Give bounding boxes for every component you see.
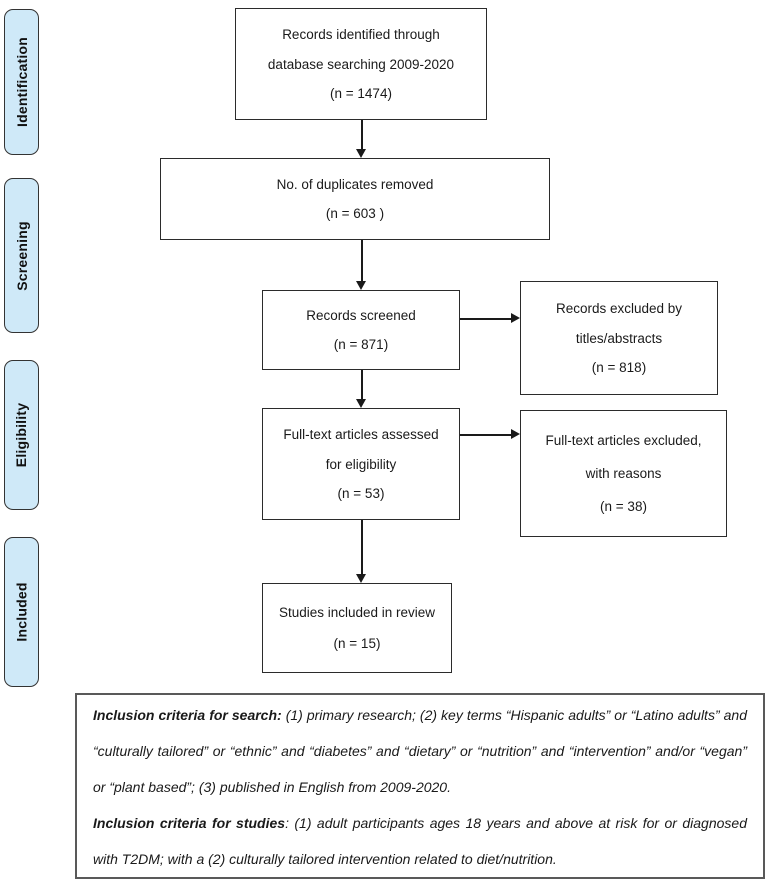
box-records-excluded: Records excluded by titles/abstracts (n … bbox=[520, 281, 718, 395]
box-fulltext-assessed-line1: Full-text articles assessed bbox=[283, 427, 439, 443]
arrow-duplicates-to-screened-head-icon bbox=[356, 281, 366, 290]
criteria-search-text: (1) primary research; (2) key terms “His… bbox=[93, 707, 747, 795]
criteria-search-paragraph: Inclusion criteria for search: (1) prima… bbox=[93, 697, 747, 805]
stage-screening-label: Screening bbox=[13, 220, 30, 291]
box-duplicates-removed-count: (n = 603 ) bbox=[325, 206, 385, 221]
stage-identification-label: Identification bbox=[13, 37, 30, 127]
inclusion-criteria-note: Inclusion criteria for search: (1) prima… bbox=[75, 693, 765, 879]
criteria-studies-text: : (1) adult participants ages 18 years a… bbox=[93, 815, 747, 867]
arrow-duplicates-to-screened-line bbox=[361, 240, 363, 281]
stage-included: Included bbox=[4, 537, 39, 687]
box-records-identified-line2: database searching 2009-2020 bbox=[267, 56, 455, 72]
box-fulltext-assessed-line2: for eligibility bbox=[325, 456, 397, 472]
box-records-identified-line1: Records identified through bbox=[282, 27, 440, 43]
box-records-identified-count: (n = 1474) bbox=[330, 85, 392, 101]
stage-eligibility: Eligibility bbox=[4, 360, 39, 510]
box-fulltext-excluded-line1: Full-text articles excluded, bbox=[545, 433, 702, 448]
box-records-excluded-count: (n = 818) bbox=[591, 360, 647, 376]
stage-screening: Screening bbox=[4, 178, 39, 333]
box-duplicates-removed-line1: No. of duplicates removed bbox=[276, 177, 434, 192]
arrow-fulltext-to-included-head-icon bbox=[356, 574, 366, 583]
box-studies-included-line1: Studies included in review bbox=[278, 604, 436, 620]
box-duplicates-removed: No. of duplicates removed (n = 603 ) bbox=[160, 158, 550, 240]
criteria-search-label: Inclusion criteria for search: bbox=[93, 707, 282, 723]
box-fulltext-assessed: Full-text articles assessed for eligibil… bbox=[262, 408, 460, 520]
arrow-screened-to-excluded-line bbox=[460, 318, 511, 320]
box-fulltext-excluded-count: (n = 38) bbox=[600, 499, 647, 514]
arrow-fulltext-to-included-line bbox=[361, 520, 363, 574]
stage-identification: Identification bbox=[4, 9, 39, 155]
arrow-fulltext-to-excluded-head-icon bbox=[511, 429, 520, 439]
box-records-screened: Records screened (n = 871) bbox=[262, 290, 460, 370]
box-studies-included: Studies included in review (n = 15) bbox=[262, 583, 452, 673]
box-fulltext-excluded-line2: with reasons bbox=[585, 466, 662, 481]
box-studies-included-count: (n = 15) bbox=[333, 636, 381, 652]
stage-included-label: Included bbox=[13, 582, 30, 642]
arrow-fulltext-to-excluded-line bbox=[460, 434, 511, 436]
arrow-screened-to-excluded-head-icon bbox=[511, 313, 520, 323]
box-records-excluded-line2: titles/abstracts bbox=[575, 330, 663, 346]
box-records-identified: Records identified through database sear… bbox=[235, 8, 487, 120]
arrow-screened-to-fulltext-head-icon bbox=[356, 399, 366, 408]
box-records-screened-count: (n = 871) bbox=[333, 336, 389, 352]
box-records-excluded-line1: Records excluded by bbox=[555, 300, 683, 316]
stage-eligibility-label: Eligibility bbox=[13, 402, 30, 468]
box-fulltext-assessed-count: (n = 53) bbox=[337, 485, 385, 501]
arrow-identified-to-duplicates-line bbox=[361, 120, 363, 149]
box-fulltext-excluded: Full-text articles excluded, with reason… bbox=[520, 410, 727, 537]
criteria-studies-paragraph: Inclusion criteria for studies: (1) adul… bbox=[93, 805, 747, 877]
arrow-identified-to-duplicates-head-icon bbox=[356, 149, 366, 158]
criteria-studies-label: Inclusion criteria for studies bbox=[93, 815, 286, 831]
arrow-screened-to-fulltext-line bbox=[361, 370, 363, 399]
box-records-screened-line1: Records screened bbox=[306, 308, 416, 324]
